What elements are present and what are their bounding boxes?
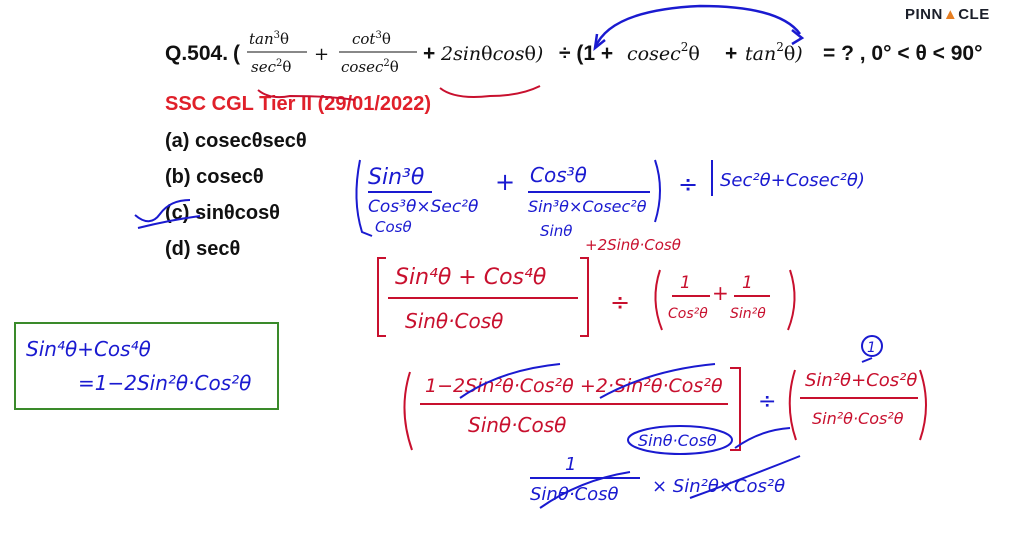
cancel-l3-a — [459, 363, 561, 399]
l2-frac2-den: Sin²θ — [730, 306, 766, 322]
arrow-head-right — [791, 29, 805, 46]
swap-arrow — [593, 4, 802, 49]
bracket-frac-underline — [257, 89, 356, 101]
bracket-l1-left — [355, 159, 373, 237]
term-underline — [439, 85, 541, 98]
l2-divide: ÷ — [610, 288, 630, 316]
option-d-label: (d) — [165, 238, 191, 260]
option-c[interactable]: (c) sinθcosθ — [165, 202, 280, 225]
bracket-l3-r-right — [919, 369, 927, 441]
l3-divide: ÷ — [758, 389, 776, 414]
l1-frac2-num: Cos³θ — [530, 163, 587, 187]
brand-suffix: CLE — [958, 6, 990, 23]
circled-term-text: Sinθ·Cosθ — [638, 431, 717, 450]
bracket-l2-r-left — [654, 269, 663, 331]
question-expression: Q.504. ( tan3θ sec2θ + cot3θ cosec2θ + 2… — [165, 30, 982, 76]
paren-open: ( — [233, 42, 240, 65]
l2-num: Sin⁴θ + Cos⁴θ — [395, 265, 547, 290]
option-c-text: sinθcosθ — [195, 202, 280, 224]
l4-den: Sinθ·Cosθ — [530, 484, 619, 505]
l2-frac1-den: Cos²θ — [668, 306, 708, 322]
term-2sincos: 2sinθcosθ) — [440, 43, 543, 65]
l1-plus: + — [495, 168, 515, 196]
brand-prefix: PINN — [905, 6, 943, 23]
frac1-num: tan3θ — [249, 30, 289, 48]
l4-num: 1 — [565, 454, 576, 475]
exam-label: SSC CGL Tier II (29/01/2022) — [165, 93, 432, 115]
plus-3: + — [725, 42, 737, 65]
l1-frac2-den2: Sinθ — [540, 222, 572, 240]
question-condition: = ? , 0° < θ < 90° — [823, 42, 982, 65]
cancel-l4 — [539, 471, 631, 509]
identity-line2: =1−2Sin²θ·Cos²θ — [78, 371, 251, 395]
arrow-head-left — [593, 33, 606, 51]
bracket-l3-left — [403, 371, 413, 451]
l1-addterm: +2Sinθ·Cosθ — [585, 236, 681, 254]
check-mark — [134, 199, 191, 223]
circle-one — [861, 335, 883, 357]
plus-1: + — [314, 44, 329, 65]
bracket-l2-left — [377, 257, 386, 337]
bracket-l1-right — [654, 159, 661, 223]
bracket-l2-right — [580, 257, 589, 337]
option-a-label: (a) — [165, 130, 190, 152]
check-underline — [137, 215, 201, 229]
l2-frac2-num: 1 — [742, 273, 753, 293]
l1-frac1-den: Cos³θ×Sec²θ — [368, 197, 479, 217]
l2-frac1-num: 1 — [680, 273, 691, 293]
l1-frac1-num: Sin³θ — [368, 165, 425, 190]
divide-sign: ÷ (1 + — [559, 42, 613, 65]
option-b-label: (b) — [165, 166, 191, 188]
circle-one-label: 1 — [867, 340, 876, 356]
bracket-l2-r-right — [787, 269, 796, 331]
circle-arrow — [861, 357, 873, 363]
identity-line1: Sin⁴θ+Cos⁴θ — [26, 337, 151, 361]
l1-divide: ÷ — [678, 170, 698, 198]
term-cosec2: cosec2θ — [627, 40, 700, 65]
l2-plus: + — [712, 281, 729, 305]
circled-term — [627, 425, 733, 455]
option-a[interactable]: (a) cosecθsecθ — [165, 130, 307, 153]
bracket-l3-r-left — [788, 369, 797, 441]
l2-den: Sinθ·Cosθ — [405, 309, 503, 333]
option-a-text: cosecθsecθ — [195, 130, 307, 152]
cancel-l3-b — [599, 363, 716, 399]
l3-rhs-den: Sin²θ·Cos²θ — [812, 409, 904, 428]
frac2-num: cot3θ — [352, 30, 391, 48]
l3-den: Sinθ·Cosθ — [468, 413, 566, 437]
bracket-l3-right — [730, 367, 741, 451]
l1-rhs: Sec²θ+Cosec²θ) — [720, 170, 865, 191]
brand-triangle: ▲ — [942, 6, 959, 23]
option-b[interactable]: (b) cosecθ — [165, 166, 264, 189]
option-b-text: cosecθ — [196, 166, 264, 188]
option-d-text: secθ — [196, 238, 241, 260]
brand-logo: PINN▲CLE — [905, 6, 990, 23]
l1-frac1-den2: Cosθ — [375, 218, 412, 236]
plus-2: + — [423, 42, 435, 65]
cancel-l4-b — [689, 455, 801, 499]
cancel-circled — [734, 427, 791, 449]
l1-frac2-den: Sin³θ×Cosec²θ — [528, 197, 647, 216]
l3-rhs-num: Sin²θ+Cos²θ — [805, 370, 917, 391]
option-d[interactable]: (d) secθ — [165, 238, 240, 261]
question-number: Q.504. — [165, 42, 228, 65]
l3-num: 1−2Sin²θ·Cos²θ +2·Sin²θ·Cos²θ — [425, 375, 723, 397]
identity-box — [14, 322, 279, 410]
